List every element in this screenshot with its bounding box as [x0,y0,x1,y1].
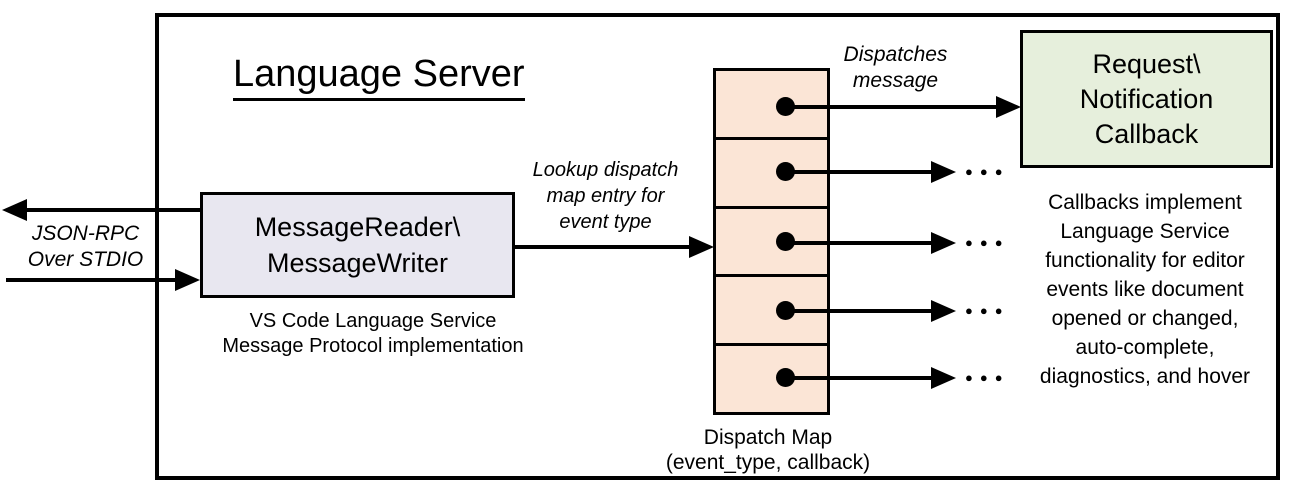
stdio-in-arrow-shaft [6,278,178,282]
stdio-in-arrow-head-icon [175,269,200,291]
dispatch-arrow-shaft [785,170,933,174]
stdio-out-arrow-head-icon [2,199,27,221]
request-notification-callback-box: Request\ Notification Callback [1020,30,1273,168]
diagram-title: Language Server [233,52,525,101]
lookup-arrow-head-icon [689,236,714,258]
dispatch-arrow-head-icon [996,96,1021,118]
lookup-arrow-shaft [515,245,691,249]
stdio-out-arrow-shaft [20,208,200,212]
dispatch-arrow-head-icon [931,161,956,183]
more-callbacks-ellipsis: ●●● [965,370,1010,385]
dispatch-arrow-shaft [785,309,933,313]
dispatch-map-cell [716,71,827,140]
more-callbacks-ellipsis: ●●● [965,164,1010,179]
more-callbacks-ellipsis: ●●● [965,235,1010,250]
more-callbacks-ellipsis: ●●● [965,303,1010,318]
lookup-dispatch-label: Lookup dispatch map entry for event type [532,159,679,233]
message-reader-writer-box: MessageReader\ MessageWriter [200,192,515,298]
dispatch-map-cell [716,209,827,278]
dispatch-arrow-head-icon [931,300,956,322]
dispatch-map-cell [716,277,827,347]
dispatch-arrow-shaft [785,241,933,245]
dispatch-map-cell [716,140,827,209]
dispatch-arrow-shaft [785,105,998,109]
dispatch-map-caption: Dispatch Map (event_type, callback) [665,426,871,474]
message-reader-writer-caption: VS Code Language Service Message Protoco… [222,310,524,357]
callbacks-note: Callbacks implement Language Service fun… [1039,191,1251,388]
dispatch-arrow-head-icon [931,232,956,254]
stdio-label: JSON-RPC Over STDIO [27,222,144,271]
dispatch-arrow-head-icon [931,367,956,389]
dispatches-message-label: Dispatches message [843,43,948,92]
dispatch-arrow-shaft [785,376,933,380]
